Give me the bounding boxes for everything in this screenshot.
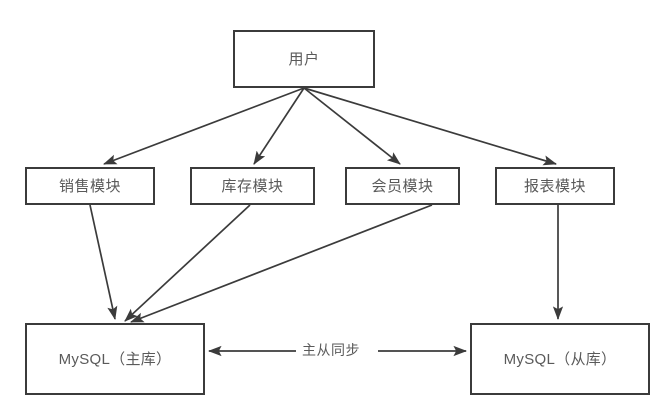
node-inventory-module-label: 库存模块 <box>221 177 284 195</box>
edge-user-to-report <box>303 87 557 166</box>
edge-label-replication: 主从同步 <box>296 343 366 357</box>
node-user[interactable]: 用户 <box>233 30 375 88</box>
node-mysql-master-label: MySQL（主库） <box>58 350 172 368</box>
node-mysql-slave-label: MySQL（从库） <box>503 350 617 368</box>
node-inventory-module[interactable]: 库存模块 <box>190 167 315 205</box>
node-user-label: 用户 <box>288 50 320 68</box>
edge-sales-to-db-master <box>89 204 118 320</box>
edge-inventory-to-db-master <box>124 204 251 322</box>
node-report-module-label: 报表模块 <box>523 177 586 195</box>
node-report-module[interactable]: 报表模块 <box>495 167 615 205</box>
edge-member-to-db-master <box>130 204 433 323</box>
node-mysql-master[interactable]: MySQL（主库） <box>25 323 205 395</box>
edge-user-to-sales <box>103 87 305 165</box>
node-member-module-label: 会员模块 <box>371 177 434 195</box>
edge-user-to-inventory <box>253 87 305 165</box>
node-sales-module-label: 销售模块 <box>58 177 121 195</box>
node-member-module[interactable]: 会员模块 <box>345 167 460 205</box>
node-sales-module[interactable]: 销售模块 <box>25 167 155 205</box>
edge-user-to-member <box>303 87 401 165</box>
node-mysql-slave[interactable]: MySQL（从库） <box>470 323 650 395</box>
